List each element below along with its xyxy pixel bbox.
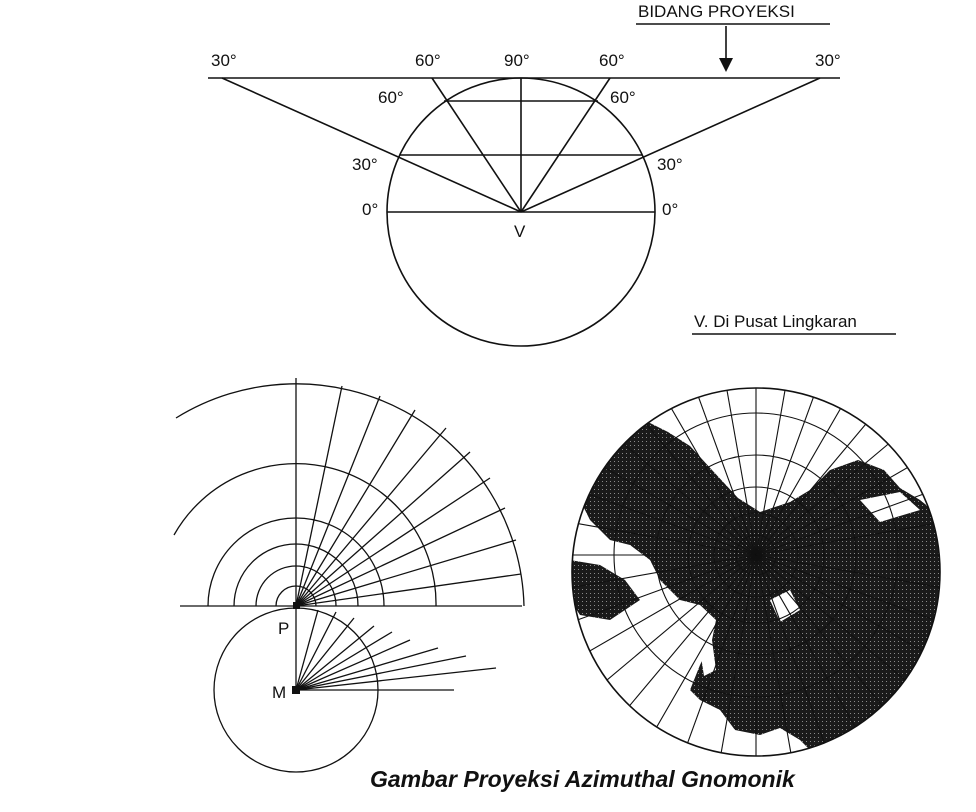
bottom-left-construction [173,378,525,773]
map-meridian-31 [755,388,887,556]
meridian-5 [295,451,471,607]
arc-r228 [175,383,525,607]
m-ray-1 [295,609,319,691]
top-projection-diagram [208,23,896,347]
landmass-main [572,418,940,756]
m-ray-9 [295,667,497,691]
m-ray-5 [295,631,393,691]
map-meridian-18 [572,554,757,601]
plane-arrow-head [719,58,733,72]
map-meridian-29 [755,388,802,556]
point-m-marker [292,686,300,694]
arc-r140 [173,463,437,607]
label-60-right-top: 60° [599,51,625,70]
label-60-left-circle: 60° [378,88,404,107]
m-ray-3 [295,617,355,691]
label-60-left-top: 60° [415,51,441,70]
m-ray-8 [295,655,467,691]
map-meridian-21 [572,465,757,556]
map-meridian-26 [666,388,757,556]
ray-60-right [520,77,611,213]
meridian-3 [295,409,416,607]
map-meridian-4 [755,554,940,686]
label-90-top: 90° [504,51,530,70]
ray-30-left [221,77,522,213]
label-0-right: 0° [662,200,678,219]
m-ray-4 [295,625,375,691]
label-point-v: V [514,222,526,241]
label-point-p: P [278,619,289,638]
map-meridian-27 [710,388,757,556]
m-ray-2 [295,611,337,691]
point-p-marker [293,602,300,609]
m-ray-6 [295,639,411,691]
label-point-m: M [272,683,286,702]
meridian-4 [295,427,447,607]
label-60-right-circle: 60° [610,88,636,107]
map-meridian-30 [755,388,846,556]
meridian-1 [295,385,343,607]
map-meridian-25 [625,388,757,556]
map-meridian-17 [572,554,757,645]
map-meridian-2 [755,554,940,601]
meridian-2 [295,395,381,607]
m-ray-7 [295,647,439,691]
label-0-left: 0° [362,200,378,219]
label-30-right-top: 30° [815,51,841,70]
label-30-left-circle: 30° [352,155,378,174]
map-meridian-22 [572,424,757,556]
label-30-left-top: 30° [211,51,237,70]
v-center-note: V. Di Pusat Lingkaran [694,312,857,331]
meridian-6 [295,477,491,607]
map-meridian-9 [755,554,802,756]
map-meridian-12 [666,554,757,756]
map-meridian-35 [755,465,940,556]
map-border-circle [571,387,941,757]
map-meridian-36 [755,509,940,556]
ray-60-left [431,77,522,213]
map-meridian-20 [572,509,757,556]
land-inlet-3 [700,640,716,676]
ray-30-right [520,77,821,213]
meridian-9 [295,573,522,607]
projection-plane-title: BIDANG PROYEKSI [638,2,795,21]
map-meridian-8 [755,554,846,756]
label-30-right-circle: 30° [657,155,683,174]
meridian-8 [295,539,517,607]
meridian-7 [295,507,506,607]
landmass-lower-left [572,560,640,620]
map-meridian-34 [755,424,940,556]
map-meridian-11 [710,554,757,756]
map-meridian-3 [755,554,940,645]
figure-caption: Gambar Proyeksi Azimuthal Gnomonik [370,766,795,792]
map-meridian-16 [572,554,757,686]
gnomonic-map [572,388,940,756]
